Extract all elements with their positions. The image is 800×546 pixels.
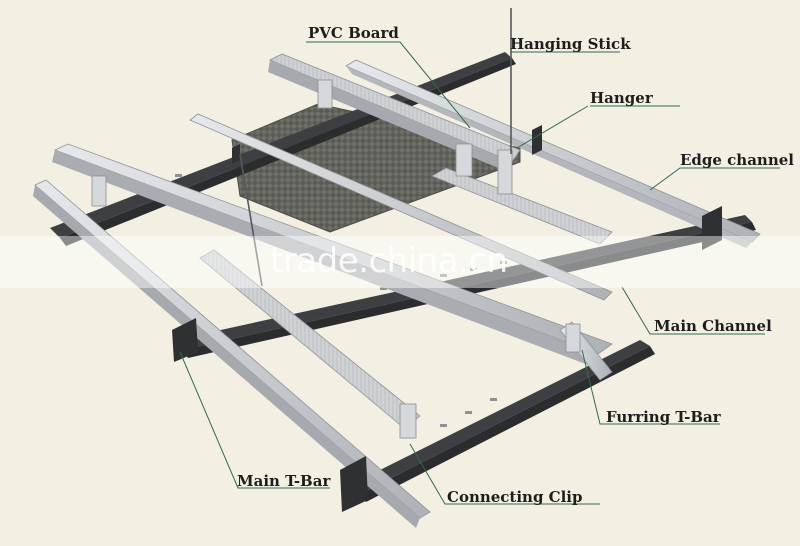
label-hanger: Hanger (590, 89, 653, 107)
label-furring-t-bar: Furring T-Bar (606, 408, 721, 426)
label-main-t-bar: Main T-Bar (237, 472, 331, 490)
label-main-channel: Main Channel (654, 317, 772, 335)
hanging-sticks (239, 8, 512, 287)
label-connecting-clip: Connecting Clip (447, 488, 583, 506)
hanger-brackets (91, 79, 581, 439)
furring-channels (33, 53, 761, 528)
label-hanging-stick: Hanging Stick (510, 35, 631, 53)
label-edge-channel: Edge channel (680, 151, 794, 169)
leader-lines (179, 41, 780, 505)
connecting-clips (172, 125, 722, 512)
label-pvc-board: PVC Board (308, 24, 399, 42)
watermark-band (0, 236, 800, 288)
watermark: trade.china.cn (270, 241, 508, 281)
